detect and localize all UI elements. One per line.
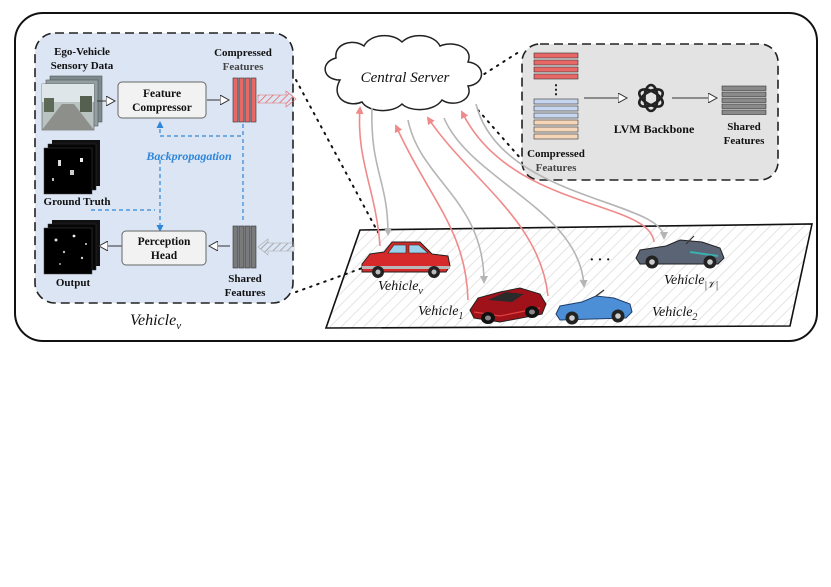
output-images [43, 220, 100, 275]
uplink-arrows [355, 106, 655, 301]
sensor-images [41, 75, 103, 131]
server-panel: ⋮ Compressed Features LVM Backbone [521, 43, 779, 181]
lvm-backbone-label: LVM Backbone [614, 122, 695, 136]
vehicle-n-label: Vehicle|𝒱| [664, 273, 719, 291]
blue-roadster-icon [555, 289, 633, 325]
backprop-label: Backpropagation [145, 149, 232, 163]
zoom-line-3 [477, 49, 523, 79]
zoom-line-1 [295, 79, 381, 237]
feature-compressor-box [117, 81, 207, 119]
vehicle-panel: Ego-Vehicle Sensory Data Feature Compres… [34, 32, 297, 304]
openai-knot-icon [637, 83, 665, 113]
compressed-features-stack [232, 77, 257, 123]
compressed-features-label-1: Compressed [214, 47, 272, 59]
vehicle-ellipsis: · · · [589, 253, 610, 268]
shared-features-label-1: Shared [228, 273, 261, 285]
shared-features-stack [232, 225, 257, 269]
feature-compressor-label-1: Feature [143, 88, 181, 100]
shared-features-label-2: Features [225, 287, 266, 299]
compressed-features-label-2: Features [223, 61, 264, 73]
downlink-arrows [371, 103, 668, 288]
perception-head-label-2: Head [151, 250, 178, 262]
perception-head-box [121, 230, 207, 266]
download-hatched-arrow [257, 238, 295, 256]
central-server-label: Central Server [361, 70, 450, 86]
server-compressed-mixed [533, 98, 579, 140]
output-label: Output [56, 277, 91, 289]
gray-roadster-icon [635, 235, 725, 269]
upload-hatched-arrow [257, 90, 297, 108]
ground-truth-images [43, 140, 100, 195]
server-shared-gray [721, 85, 767, 115]
vehicle-2-label: Vehicle2 [652, 305, 697, 323]
vehicle-panel-caption: Vehiclev [130, 312, 181, 332]
server-shared-label-2: Features [724, 135, 765, 147]
server-compressed-red [533, 52, 579, 80]
red-sports-car-icon [469, 287, 547, 324]
server-compressed-label-1: Compressed [527, 148, 585, 160]
backprop-line-1 [156, 121, 244, 137]
vehicle-ego-label: Vehiclev [378, 279, 423, 297]
ego-sensory-label-1: Ego-Vehicle [54, 46, 110, 58]
ground-truth-label: Ground Truth [44, 196, 111, 208]
vehicle-1-label: Vehicle1 [418, 304, 463, 322]
ego-sensory-label-2: Sensory Data [51, 60, 114, 72]
zoom-line-2 [295, 265, 369, 293]
central-server-cloud: Central Server [324, 34, 483, 112]
perception-head-label-1: Perception [138, 236, 191, 248]
server-ellipsis: ⋮ [550, 82, 563, 97]
server-shared-label-1: Shared [727, 121, 760, 133]
feature-compressor-label-2: Compressor [132, 102, 192, 114]
red-sedan-icon [361, 241, 451, 278]
server-compressed-label-2: Features [536, 162, 577, 174]
